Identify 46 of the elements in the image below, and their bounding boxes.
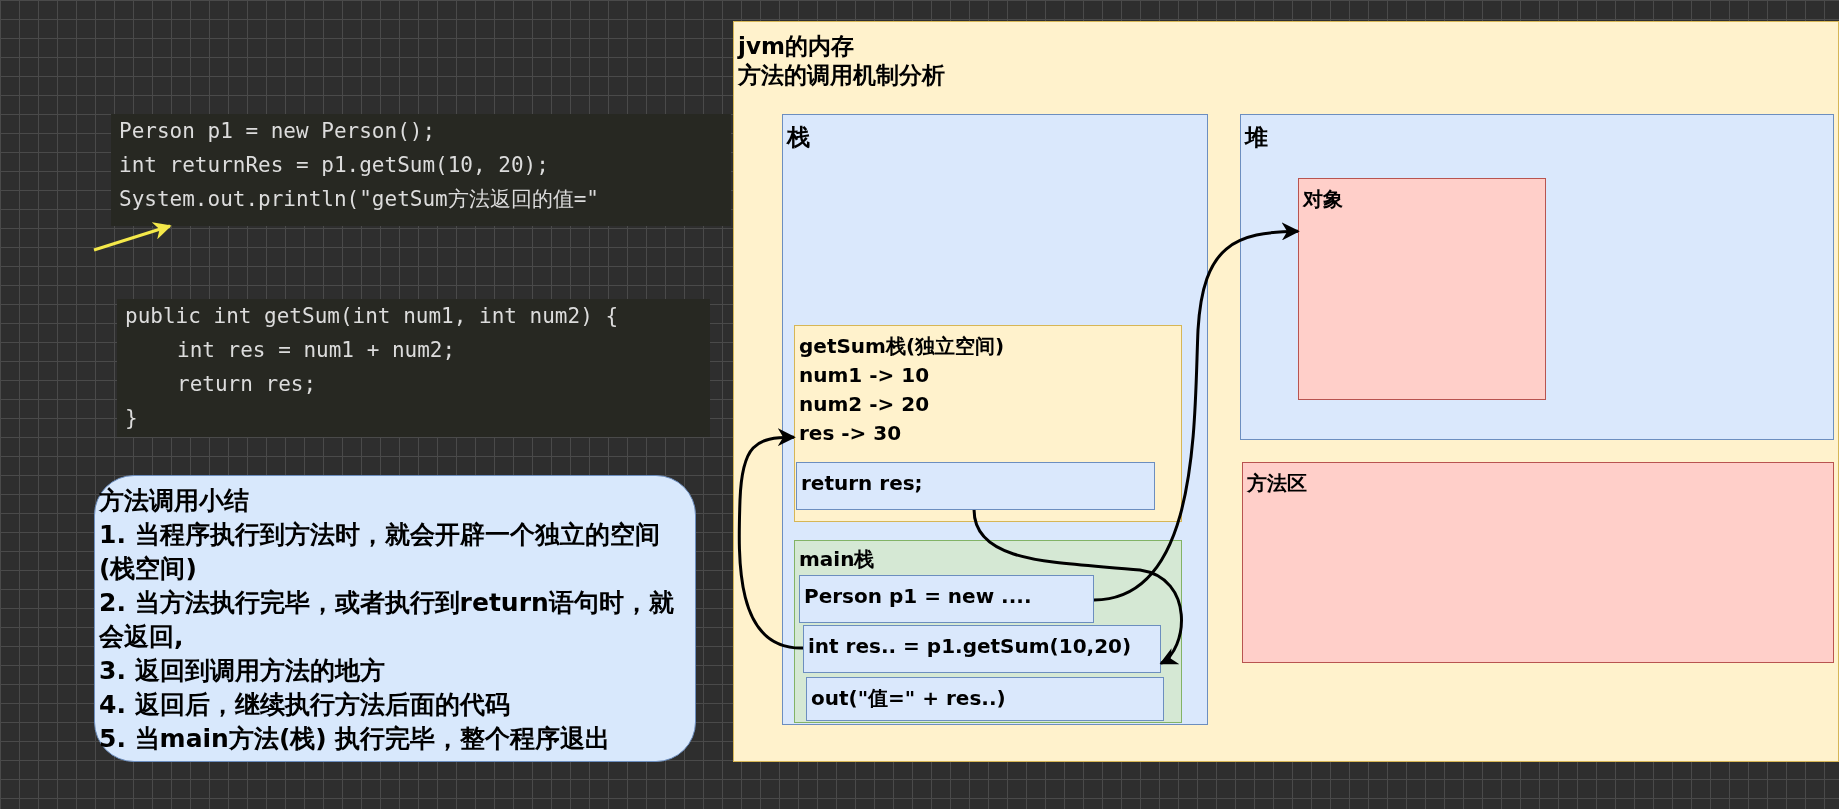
- box-title: return res;: [800, 470, 924, 497]
- box-text: res -> 30: [798, 420, 903, 447]
- box-title: getSum栈(独立空间): [798, 333, 1006, 360]
- box-text: 方法的调用机制分析: [737, 61, 946, 90]
- box-text: num1 -> 10: [798, 362, 931, 389]
- code-block: [111, 114, 731, 226]
- summary-box: [94, 475, 696, 762]
- code-line: }: [124, 405, 139, 432]
- arrow: [1093, 222, 1300, 602]
- stack-box: [782, 114, 1208, 725]
- list-item: 1. 当程序执行到方法时，就会开辟一个独立的空间(栈空间): [98, 519, 661, 585]
- stack-frame-box: [794, 325, 1182, 522]
- list-item: 2. 当方法执行完毕，或者执行到return语句时，就会返回,: [98, 587, 675, 653]
- box-title: main栈: [798, 546, 876, 573]
- box-title: 对象: [1301, 186, 1344, 213]
- code-block: [117, 299, 710, 437]
- box-title: int res.. = p1.getSum(10,20): [807, 633, 1133, 660]
- code-line: public int getSum(int num1, int num2) {: [124, 303, 620, 330]
- list-item: 3. 返回到调用方法的地方: [98, 655, 386, 687]
- code-line: System.out.println("getSum方法返回的值=": [118, 186, 600, 213]
- box-title: 方法区: [1246, 470, 1308, 497]
- list-item: 5. 当main方法(栈) 执行完毕，整个程序退出: [98, 723, 612, 755]
- heap-box: [1240, 114, 1834, 440]
- box-title: 堆: [1243, 123, 1269, 152]
- statement-box: [799, 575, 1094, 623]
- code-line: int returnRes = p1.getSum(10, 20);: [118, 152, 550, 179]
- code-line: Person p1 = new Person();: [118, 118, 437, 145]
- box-title: jvm的内存: [736, 32, 855, 61]
- list-item: 4. 返回后，继续执行方法后面的代码: [98, 689, 511, 721]
- memory-panel: [733, 21, 1839, 762]
- box-text: num2 -> 20: [798, 391, 931, 418]
- code-line: return res;: [176, 371, 318, 398]
- arrow: [972, 509, 1183, 665]
- box-title: Person p1 = new ....: [803, 583, 1033, 610]
- stack-frame-box: [794, 540, 1182, 723]
- statement-box: [803, 625, 1161, 673]
- code-line: int res = num1 + num2;: [176, 337, 457, 364]
- object-box: [1298, 178, 1546, 400]
- method-area-box: [1242, 462, 1834, 663]
- statement-box: [806, 677, 1164, 721]
- box-title: 栈: [785, 123, 811, 152]
- arrow: [737, 428, 804, 650]
- box-title: 方法调用小结: [98, 485, 250, 517]
- box-title: out("值=" + res..): [810, 685, 1007, 712]
- arrow: [93, 222, 172, 252]
- statement-box: [796, 462, 1155, 510]
